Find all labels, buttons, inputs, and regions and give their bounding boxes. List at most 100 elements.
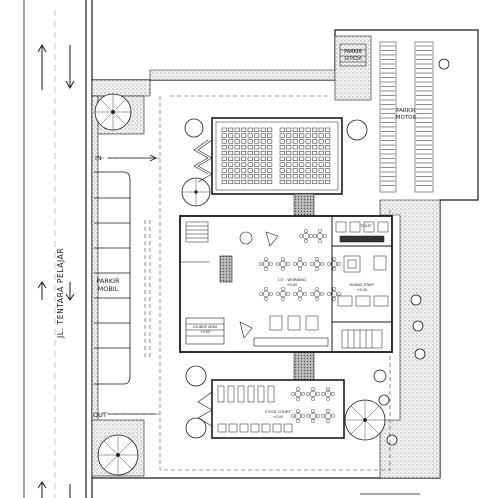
auditorium-seat [234, 179, 240, 185]
motor-parking [379, 41, 434, 193]
auditorium-seat [325, 156, 331, 161]
entry-label: IN [95, 154, 102, 162]
shrubs-right [373, 58, 450, 446]
parking-motor-label-1: PARKIR [396, 108, 416, 114]
parking-bike-label-2: SEPEDA [344, 56, 363, 62]
food-court-table [247, 385, 255, 403]
auditorium-seat [279, 133, 285, 138]
auditorium-seat [260, 156, 266, 161]
auditorium-seat [299, 174, 305, 179]
auditorium-seat [234, 162, 240, 167]
coworking-chair [259, 262, 263, 266]
auditorium-seat [305, 179, 311, 185]
auditorium-seat [292, 174, 298, 179]
auditorium-seat [221, 174, 227, 179]
auditorium-seat [325, 174, 331, 179]
coworking-chair [281, 257, 285, 261]
auditorium-seat [254, 168, 260, 173]
lounge-level: +0.00 [200, 330, 210, 334]
coworking-table [330, 260, 338, 268]
coworking-label: CO - WORKING [278, 277, 306, 282]
coworking-chair [298, 267, 302, 271]
auditorium-seat [260, 133, 266, 138]
food-court-chair [291, 392, 295, 396]
food-court-round-table [294, 412, 302, 420]
coworking-tables [259, 229, 341, 331]
coworking-table [330, 290, 338, 298]
parking-bike-label-1: PARKIR [344, 49, 362, 55]
staff-room-level: +0.00 [357, 288, 367, 292]
coworking-chair [269, 262, 273, 266]
auditorium-seat [325, 145, 331, 150]
coworking-chair [315, 267, 319, 271]
coworking-chair [299, 234, 303, 238]
toilet-label: TOILET [359, 224, 373, 228]
coworking-chair [281, 297, 285, 301]
auditorium-seat [279, 139, 285, 144]
coworking-chair [281, 287, 285, 291]
coworking-chair [293, 292, 297, 296]
auditorium-seat [318, 156, 324, 161]
food-court-chair [306, 414, 310, 418]
auditorium-seat [267, 162, 273, 167]
auditorium-seat [221, 127, 227, 132]
bicycle-parking [339, 43, 367, 67]
auditorium-seat [267, 139, 273, 144]
auditorium-seat [221, 156, 227, 161]
food-court-chair [306, 392, 310, 396]
coworking-chair [318, 239, 322, 243]
ramp-lower [197, 391, 213, 427]
food-court-round-table [324, 412, 332, 420]
trees [94, 58, 450, 476]
auditorium-seat [221, 162, 227, 167]
food-court-bench [228, 423, 238, 433]
auditorium-seat [279, 179, 285, 185]
auditorium-seat [228, 127, 234, 132]
food-court-chair [296, 409, 300, 413]
auditorium-seat [305, 145, 311, 150]
auditorium-seat [325, 139, 331, 144]
auditorium-seat [292, 179, 298, 185]
auditorium-seat [221, 139, 227, 144]
auditorium-seat [260, 162, 266, 167]
coworking-chair [264, 287, 268, 291]
auditorium-seat [312, 150, 318, 156]
coworking-chair [310, 262, 314, 266]
stair-left [185, 221, 209, 243]
food-court-bench [217, 423, 227, 433]
auditorium-seat [241, 150, 247, 156]
auditorium-seat [279, 168, 285, 173]
auditorium-seat [228, 174, 234, 179]
auditorium-seat [228, 156, 234, 161]
auditorium-seat [325, 162, 331, 167]
food-court-bench [239, 423, 249, 433]
auditorium-seat [267, 127, 273, 132]
coworking-chair [332, 287, 336, 291]
coworking-chair [276, 292, 280, 296]
auditorium-seat [292, 127, 298, 132]
auditorium-seat [228, 133, 234, 138]
auditorium-seat [299, 127, 305, 132]
auditorium-seat [292, 150, 298, 156]
auditorium-seat [241, 168, 247, 173]
auditorium-seat [312, 156, 318, 161]
auditorium-seat [318, 150, 324, 156]
auditorium-seat [305, 156, 311, 161]
auditorium-seat [299, 156, 305, 161]
auditorium-seat [286, 179, 292, 185]
food-court-table [257, 385, 265, 403]
food-court-round-table [309, 390, 317, 398]
auditorium-seat [247, 133, 253, 138]
coworking-chair [327, 292, 331, 296]
auditorium-seat [299, 150, 305, 156]
auditorium-seat [312, 174, 318, 179]
auditorium-seat [318, 162, 324, 167]
auditorium-seat [247, 150, 253, 156]
auditorium-seat [221, 150, 227, 156]
auditorium-seat [312, 133, 318, 138]
coworking-chair [332, 267, 336, 271]
food-court-chair [291, 414, 295, 418]
auditorium-seat [228, 162, 234, 167]
food-court-chair [321, 414, 325, 418]
auditorium-seat [312, 127, 318, 132]
